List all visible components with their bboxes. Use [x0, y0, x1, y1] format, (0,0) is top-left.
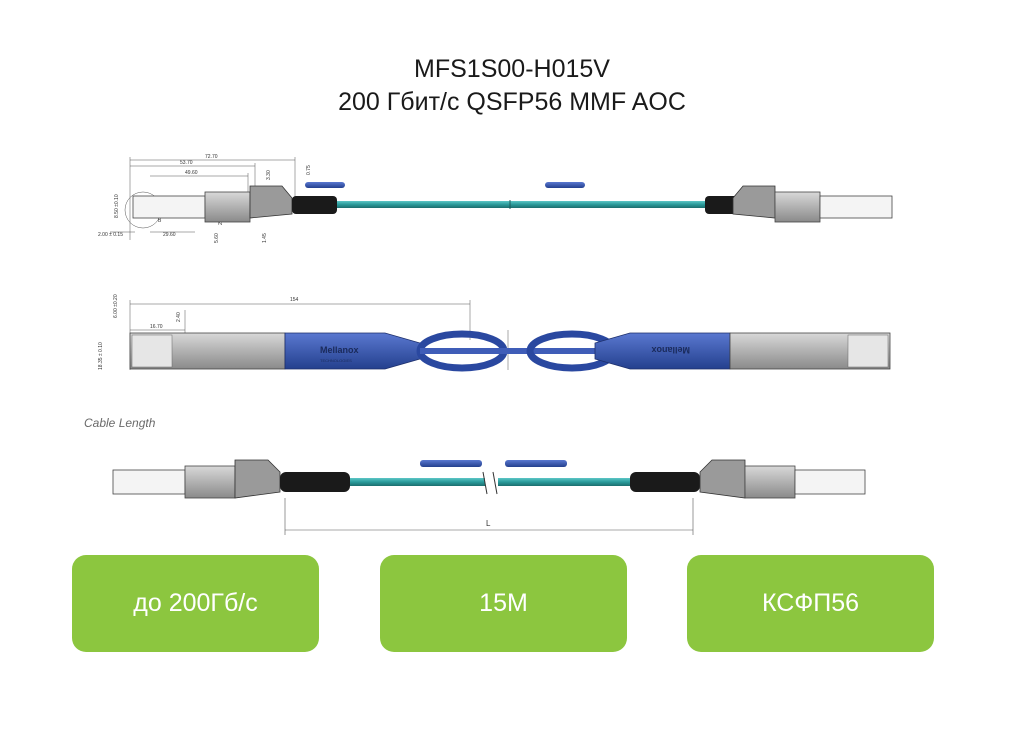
- dimension-label: 53.70: [180, 160, 193, 166]
- dimension-label: 18.35 ± 0.10: [98, 342, 104, 370]
- form-factor-badge: КСФП56: [687, 555, 934, 652]
- length-dimension-label: L: [486, 519, 491, 528]
- top-view-drawing: 154 16.70 2.40 6.00 ±0.20 18.35 ± 0.10 M…: [98, 294, 891, 372]
- dimension-label: 6.00 ±0.20: [113, 294, 119, 318]
- product-description-title: 200 Гбит/с QSFP56 MMF AOC: [338, 88, 686, 116]
- part-number-title: MFS1S00-H015V: [414, 55, 610, 83]
- dimension-label: 72.70: [205, 154, 218, 160]
- brand-logo-subtext: TECHNOLOGIES: [320, 358, 352, 363]
- dimension-label: 2.40: [176, 312, 182, 322]
- dimension-label: B: [158, 218, 162, 224]
- speed-badge: до 200Гб/с: [72, 555, 319, 652]
- dimension-label: 2.00 ± 0.15: [98, 232, 123, 238]
- dimension-label: 5.60: [214, 233, 220, 243]
- dimension-label: 29.60: [163, 232, 176, 238]
- dimension-label: 8.50 ±0.10: [114, 194, 120, 218]
- brand-logo-text: Mellanox: [320, 345, 359, 355]
- cable-length-drawing: L: [112, 459, 866, 535]
- side-view-drawing: 72.70 53.70 49.60 29.60 2.00 ± 0.15 0.75…: [98, 154, 893, 243]
- length-badge: 15М: [380, 555, 627, 652]
- cable-length-caption: Cable Length: [84, 416, 156, 430]
- dimension-label: 154: [290, 297, 299, 303]
- dimension-label: 16.70: [150, 324, 163, 330]
- dimension-label: 0.75: [306, 165, 312, 175]
- brand-logo-text: Mellanox: [651, 345, 690, 355]
- dimension-label: 3.30: [266, 170, 272, 180]
- dimension-label: 1.45: [262, 233, 268, 243]
- dimension-label: 49.60: [185, 170, 198, 176]
